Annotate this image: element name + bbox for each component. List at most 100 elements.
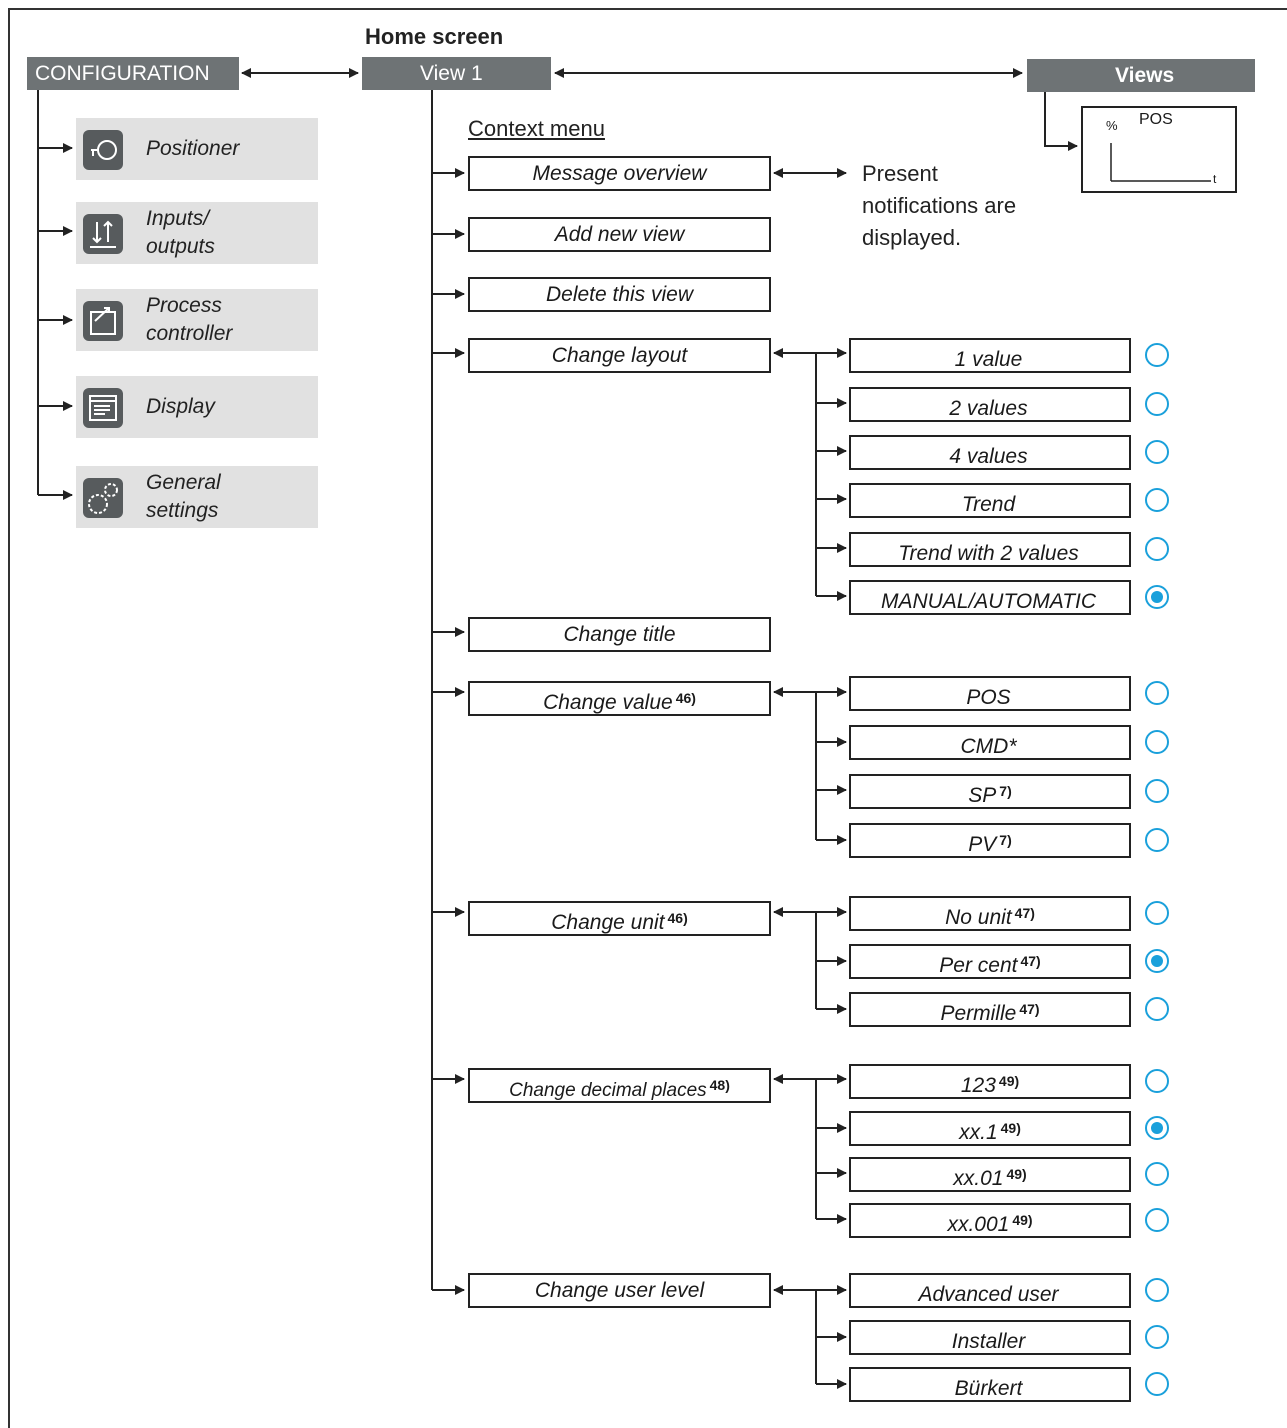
item-label: Change unit: [551, 911, 665, 934]
radio-button[interactable]: [1145, 488, 1169, 512]
config-item-process-controller[interactable]: Process controller: [76, 289, 318, 351]
add-new-view-item[interactable]: Add new view: [468, 217, 771, 252]
config-item-label: General settings: [146, 471, 221, 522]
option-label: xx.001: [947, 1213, 1010, 1236]
context-menu-title: Context menu: [468, 116, 605, 141]
footnote-ref: 7): [999, 832, 1012, 848]
option-label: No unit: [945, 906, 1012, 929]
item-label: Change value: [543, 691, 673, 714]
radio-button[interactable]: [1145, 1372, 1169, 1396]
footnote-ref: 7): [999, 783, 1012, 799]
radio-button[interactable]: [1145, 1162, 1169, 1186]
value-option[interactable]: POS: [849, 676, 1131, 711]
config-item-inputs-outputs[interactable]: Inputs/ outputs: [76, 202, 318, 264]
value-option[interactable]: CMD*: [849, 725, 1131, 760]
footnote-ref: 48): [709, 1077, 730, 1093]
message-overview-item[interactable]: Message overview: [468, 156, 771, 191]
layout-option[interactable]: 4 values: [849, 435, 1131, 470]
option-label: Trend with 2 values: [898, 542, 1079, 565]
option-label: 1 value: [954, 348, 1023, 371]
radio-button[interactable]: [1145, 440, 1169, 464]
config-item-positioner[interactable]: Positioner: [76, 118, 318, 180]
layout-option[interactable]: Trend with 2 values: [849, 532, 1131, 567]
item-label: Change layout: [551, 344, 688, 367]
option-label: MANUAL/AUTOMATIC: [880, 590, 1097, 613]
option-label: Installer: [951, 1330, 1026, 1353]
config-item-general-settings[interactable]: General settings: [76, 466, 318, 528]
option-label: SP: [968, 784, 997, 807]
user-level-option[interactable]: Bürkert: [849, 1367, 1131, 1402]
radio-button[interactable]: [1145, 343, 1169, 367]
user-level-option[interactable]: Installer: [849, 1320, 1131, 1355]
trend-label: POS: [1139, 111, 1173, 128]
radio-button[interactable]: [1145, 997, 1169, 1021]
radio-button[interactable]: [1145, 1069, 1169, 1093]
process-controller-icon: [83, 301, 123, 341]
delete-this-view-item[interactable]: Delete this view: [468, 277, 771, 312]
footnote-ref: 47): [1014, 905, 1035, 921]
option-label: Bürkert: [954, 1377, 1023, 1400]
home-screen-label: Home screen: [365, 24, 504, 49]
option-label: Per cent: [939, 954, 1018, 977]
radio-button[interactable]: [1145, 828, 1169, 852]
configuration-header[interactable]: CONFIGURATION: [27, 57, 239, 90]
option-label: Advanced user: [918, 1283, 1059, 1306]
footnote-ref: 47): [1020, 953, 1041, 969]
radio-button[interactable]: [1145, 1208, 1169, 1232]
user-level-option[interactable]: Advanced user: [849, 1273, 1131, 1308]
trend-y-unit: %: [1106, 118, 1118, 133]
radio-button[interactable]: [1145, 730, 1169, 754]
display-icon: [83, 388, 123, 428]
item-label: Change title: [563, 623, 676, 646]
positioner-icon: [83, 130, 123, 170]
option-label: 2 values: [949, 397, 1028, 420]
radio-button[interactable]: [1145, 681, 1169, 705]
layout-option[interactable]: 1 value: [849, 338, 1131, 373]
option-label: xx.1: [959, 1121, 998, 1144]
config-item-display[interactable]: Display: [76, 376, 318, 438]
radio-button[interactable]: [1145, 949, 1169, 973]
config-item-label: Positioner: [146, 137, 240, 160]
gears-icon: [83, 478, 123, 518]
message-note: Present notifications are displayed.: [862, 161, 1017, 250]
radio-button[interactable]: [1145, 537, 1169, 561]
layout-option[interactable]: MANUAL/AUTOMATIC: [849, 580, 1131, 615]
option-label: Trend: [961, 493, 1016, 516]
radio-button[interactable]: [1145, 779, 1169, 803]
layout-option[interactable]: Trend: [849, 483, 1131, 518]
views-header[interactable]: Views: [1027, 59, 1255, 92]
config-item-label: Inputs/ outputs: [146, 207, 215, 258]
view1-header[interactable]: View 1: [362, 57, 551, 90]
footnote-ref: 47): [1019, 1001, 1040, 1017]
radio-button[interactable]: [1145, 901, 1169, 925]
item-label: Delete this view: [545, 283, 694, 306]
layout-option[interactable]: 2 values: [849, 387, 1131, 422]
change-layout-item[interactable]: Change layout: [468, 338, 771, 373]
diagram-frame: [8, 8, 1287, 1428]
radio-button[interactable]: [1145, 585, 1169, 609]
config-item-label: Display: [146, 395, 215, 418]
footnote-ref: 49): [1006, 1166, 1027, 1182]
change-user-level-item[interactable]: Change user level: [468, 1273, 771, 1308]
radio-button[interactable]: [1145, 1116, 1169, 1140]
option-label: 4 values: [949, 445, 1028, 468]
radio-button[interactable]: [1145, 392, 1169, 416]
radio-button[interactable]: [1145, 1278, 1169, 1302]
item-label: Change user level: [534, 1279, 705, 1302]
change-title-item[interactable]: Change title: [468, 617, 771, 652]
footnote-ref: 46): [675, 690, 696, 706]
radio-button[interactable]: [1145, 1325, 1169, 1349]
